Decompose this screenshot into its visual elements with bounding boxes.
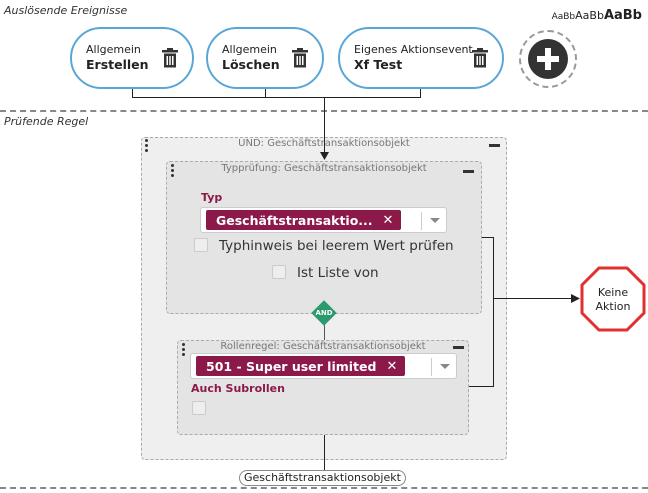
connector-line — [324, 435, 325, 470]
subroles-label: Auch Subrollen — [191, 382, 285, 395]
ist-liste-checkbox[interactable] — [272, 265, 286, 279]
type-tag: Geschäftstransaktio... ✕ — [206, 210, 402, 230]
font-size-large[interactable]: AaBb — [603, 8, 642, 23]
trash-icon[interactable] — [162, 48, 178, 68]
section-divider — [0, 487, 648, 489]
type-field-label: Typ — [201, 191, 223, 204]
collapse-icon[interactable] — [463, 170, 474, 173]
connector-line — [132, 89, 133, 97]
trigger-category: Allgemein — [222, 43, 277, 57]
role-rule-title: Rollenregel: Geschäftstransaktionsobjekt — [220, 341, 426, 352]
font-size-small[interactable]: AaBb — [551, 12, 576, 22]
trigger-name: Erstellen — [86, 57, 149, 73]
connector-line — [265, 89, 266, 97]
ist-liste-label: Ist Liste von — [297, 265, 379, 281]
drag-handle-icon[interactable] — [145, 139, 148, 152]
select-separator — [431, 358, 432, 376]
trigger-category: Allgemein — [86, 43, 141, 57]
type-check-title: Typprüfung: Geschäftstransaktionsobjekt — [221, 163, 427, 174]
chevron-down-icon[interactable] — [430, 218, 440, 223]
trigger-name: Xf Test — [354, 57, 403, 73]
stop-octagon-icon[interactable] — [580, 266, 646, 332]
connector-line — [482, 237, 494, 238]
type-tag-label: Geschäftstransaktio... — [216, 212, 373, 228]
connector-line — [469, 386, 494, 387]
collapse-icon[interactable] — [489, 144, 500, 147]
role-select[interactable]: 501 - Super user limited ✕ — [190, 353, 457, 379]
trigger-card-erstellen[interactable]: Allgemein Erstellen — [70, 27, 194, 89]
chevron-down-icon[interactable] — [440, 364, 450, 369]
object-type-label: Geschäftstransaktionsobjekt — [239, 470, 406, 486]
rules-section-label: Prüfende Regel — [4, 115, 89, 128]
action-line2: Aktion — [595, 300, 631, 314]
connector-line — [324, 98, 325, 153]
font-size-selector[interactable]: AaBbAaBbAaBb — [552, 4, 642, 23]
connector-line — [132, 97, 421, 98]
and-badge-label: AND — [315, 309, 333, 317]
collapse-icon[interactable] — [453, 346, 464, 349]
trash-icon[interactable] — [472, 48, 488, 68]
trigger-category: Eigenes Aktionsevent — [354, 43, 473, 57]
role-tag: 501 - Super user limited ✕ — [196, 356, 406, 376]
triggers-section-label: Auslösende Ereignisse — [4, 4, 128, 17]
typhinweis-label: Typhinweis bei leerem Wert prüfen — [219, 238, 454, 254]
add-trigger-button[interactable] — [519, 30, 577, 88]
trigger-card-xf-test[interactable]: Eigenes Aktionsevent Xf Test — [338, 27, 504, 89]
subroles-checkbox[interactable] — [192, 401, 206, 415]
connector-line — [420, 89, 421, 97]
remove-tag-icon[interactable]: ✕ — [386, 358, 398, 374]
select-separator — [421, 212, 422, 230]
typhinweis-checkbox[interactable] — [194, 238, 208, 252]
type-check-box[interactable] — [166, 161, 482, 314]
type-select[interactable]: Geschäftstransaktio... ✕ — [200, 207, 447, 233]
and-group-title: UND: Geschäftstransaktionsobjekt — [238, 138, 410, 149]
arrow-down-icon — [320, 152, 329, 160]
drag-handle-icon[interactable] — [171, 164, 174, 177]
action-line1: Keine — [597, 286, 629, 299]
connector-line — [493, 298, 572, 299]
trigger-card-loeschen[interactable]: Allgemein Löschen — [206, 27, 324, 89]
connector-line — [324, 314, 325, 340]
font-size-medium[interactable]: AaBb — [575, 9, 604, 22]
drag-handle-icon[interactable] — [182, 343, 185, 356]
remove-tag-icon[interactable]: ✕ — [382, 212, 394, 228]
action-label: Keine Aktion — [580, 286, 646, 315]
trash-icon[interactable] — [292, 48, 308, 68]
arrow-right-icon — [571, 294, 580, 303]
role-tag-label: 501 - Super user limited — [206, 358, 377, 374]
connector-line — [493, 237, 494, 387]
trigger-name: Löschen — [222, 57, 280, 73]
plus-circle-icon — [528, 39, 568, 79]
